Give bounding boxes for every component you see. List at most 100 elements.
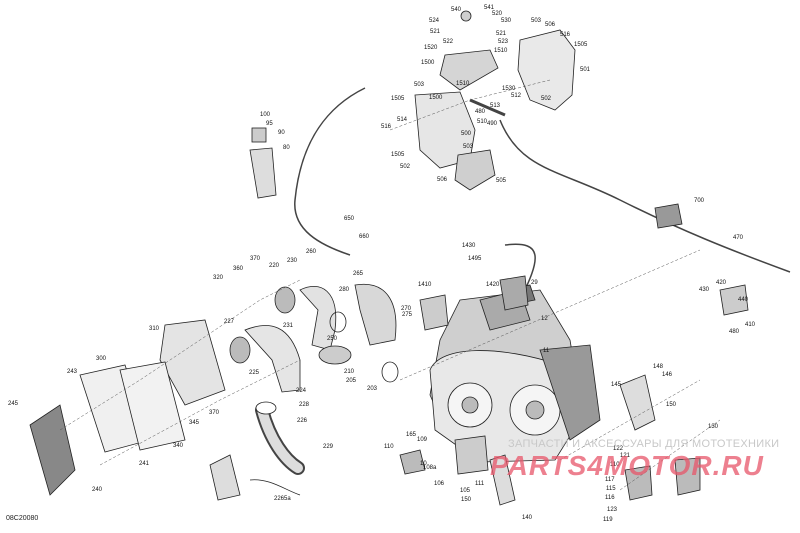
part-callout-541: 541 — [484, 5, 495, 11]
part-callout-10: 10 — [420, 461, 427, 467]
part-callout-490: 490 — [487, 121, 498, 127]
part-callout-230: 230 — [287, 258, 298, 264]
part-callout-122: 122 — [613, 446, 624, 452]
cables — [294, 87, 791, 301]
part-callout-512: 512 — [511, 93, 522, 99]
part-callout-340: 340 — [173, 443, 184, 449]
part-callout-360: 360 — [233, 266, 244, 272]
part-callout-210: 210 — [344, 369, 355, 375]
part-callout-514: 514 — [397, 117, 408, 123]
part-callout-240: 240 — [92, 487, 103, 493]
part-callout-540: 540 — [451, 7, 462, 13]
part-callout-115: 115 — [606, 486, 616, 492]
part-callout-1510: 1510 — [494, 48, 508, 54]
part-callout-440: 440 — [738, 297, 749, 303]
part-callout-500: 500 — [461, 131, 472, 137]
part-callout-506: 506 — [545, 22, 556, 28]
part-callout-111: 111 — [475, 481, 485, 487]
snorkel-hose — [255, 401, 305, 475]
part-callout-227: 227 — [224, 319, 235, 325]
part-callout-121: 121 — [620, 453, 631, 459]
part-callout-29: 29 — [531, 280, 538, 286]
part-callout-516: 516 — [381, 124, 392, 130]
part-callout-370: 370 — [250, 256, 261, 262]
bottom-bracket — [209, 454, 301, 501]
part-callout-243: 243 — [67, 369, 78, 375]
part-callout-117: 117 — [605, 477, 615, 483]
part-callout-220: 220 — [269, 263, 280, 269]
part-callout-260: 260 — [306, 249, 317, 255]
part-callout-165: 165 — [406, 432, 417, 438]
part-callout-650: 650 — [344, 216, 355, 222]
part-callout-100: 100 — [260, 112, 271, 118]
part-callout-1410: 1410 — [418, 282, 432, 288]
part-callout-1505: 1505 — [391, 96, 405, 102]
part-callout-522: 522 — [443, 39, 454, 45]
part-callout-310: 310 — [149, 326, 160, 332]
part-callout-95: 95 — [266, 121, 273, 127]
throttle-body — [419, 203, 749, 331]
part-callout-470: 470 — [733, 235, 744, 241]
part-callout-145: 145 — [611, 382, 622, 388]
part-callout-203: 203 — [367, 386, 378, 392]
part-callout-275: 275 — [402, 312, 413, 318]
sensor-bracket — [249, 127, 277, 199]
part-callout-150: 150 — [461, 497, 472, 503]
diagram-code: 08C20080 — [6, 515, 39, 522]
part-callout-108a: 108a — [423, 465, 437, 471]
part-callout-1495: 1495 — [468, 256, 482, 262]
watermark-logo: PARTS4MOTOR.RU — [490, 450, 764, 481]
part-callout-106: 106 — [434, 481, 445, 487]
air-filter-box — [29, 319, 226, 496]
part-callout-280: 280 — [339, 287, 350, 293]
part-callout-1500: 1500 — [429, 95, 443, 101]
part-callout-130: 130 — [708, 424, 719, 430]
part-callout-480: 480 — [729, 329, 740, 335]
part-callout-228: 228 — [299, 402, 310, 408]
part-callout-1505: 1505 — [574, 42, 588, 48]
part-callout-224: 224 — [296, 388, 307, 394]
part-callout-80: 80 — [283, 145, 290, 151]
part-callout-430: 430 — [699, 287, 710, 293]
part-callout-109: 109 — [417, 437, 428, 443]
part-callout-90: 90 — [278, 130, 285, 136]
part-callout-420: 420 — [716, 280, 727, 286]
part-callout-1420: 1420 — [486, 282, 500, 288]
part-callout-700: 700 — [694, 198, 705, 204]
part-callout-502: 502 — [400, 164, 411, 170]
watermark-text: ЗАПЧАСТИ И АКСЕССУАРЫ ДЛЯ МОТОТЕХНИКИ — [508, 438, 780, 450]
part-callout-229: 229 — [323, 444, 334, 450]
part-callout-270: 270 — [401, 306, 412, 312]
part-callout-520: 520 — [492, 11, 503, 17]
part-callout-241: 241 — [139, 461, 150, 467]
part-callout-345: 345 — [189, 420, 200, 426]
part-callout-505: 505 — [496, 178, 507, 184]
leader-lines — [59, 79, 721, 491]
part-callout-410: 410 — [745, 322, 756, 328]
part-callout-1505: 1505 — [391, 152, 405, 158]
part-callout-300: 300 — [96, 356, 107, 362]
part-callout-1500: 1500 — [421, 60, 435, 66]
part-callout-502: 502 — [541, 96, 552, 102]
part-callout-12: 12 — [541, 316, 548, 322]
part-callout-225: 225 — [249, 370, 260, 376]
part-callout-148: 148 — [653, 364, 664, 370]
part-callout-523: 523 — [498, 39, 509, 45]
part-callout-1510: 1510 — [456, 81, 470, 87]
part-callout-150: 150 — [666, 402, 677, 408]
part-callout-140: 140 — [522, 515, 533, 521]
part-callout-1520: 1520 — [424, 45, 438, 51]
part-callout-503: 503 — [414, 82, 425, 88]
engine-block — [429, 284, 601, 463]
part-callout-146: 146 — [662, 372, 673, 378]
part-callout-250: 250 — [327, 336, 338, 342]
part-callout-320: 320 — [213, 275, 224, 281]
part-callout-660: 660 — [359, 234, 370, 240]
part-callout-516: 516 — [560, 32, 571, 38]
part-callout-503: 503 — [531, 18, 542, 24]
part-callout-226: 226 — [297, 418, 308, 424]
part-callout-521: 521 — [496, 31, 507, 37]
engine-mounts — [399, 374, 701, 506]
part-callout-513: 513 — [490, 103, 501, 109]
